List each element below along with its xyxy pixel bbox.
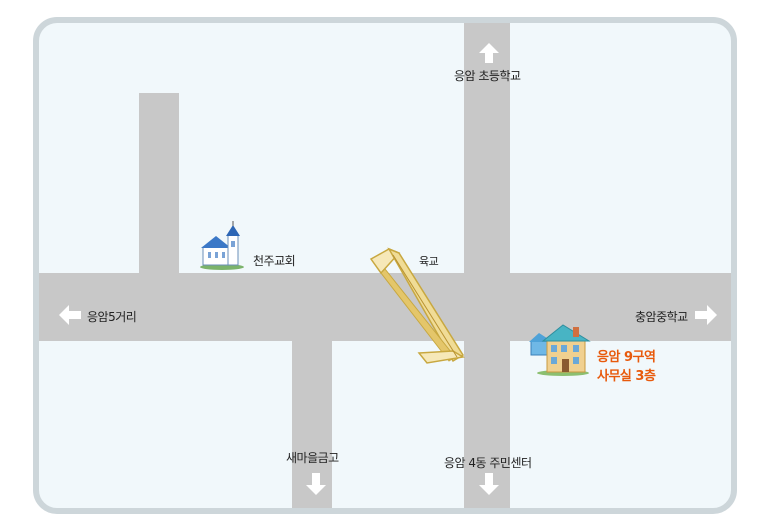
label-left-crossroad: 응암5거리 <box>87 310 137 324</box>
map-frame: 응암 초등학교 천주교회 육교 응암5거리 충암중학교 <box>33 17 737 514</box>
label-bottom-left: 새마을금고 <box>286 451 339 465</box>
arrow-up-icon <box>479 43 499 63</box>
arrow-right-icon <box>695 305 717 325</box>
building-icon <box>529 324 591 376</box>
label-overpass: 육교 <box>419 255 439 268</box>
church-icon <box>200 221 244 270</box>
destination-label: 응암 9구역 사무실 3층 <box>597 348 656 386</box>
destination-line-1: 응암 9구역 <box>597 350 656 365</box>
label-top-school: 응암 초등학교 <box>454 69 521 83</box>
road-center-vertical <box>464 23 510 508</box>
label-right-school: 충암중학교 <box>635 310 688 324</box>
arrow-down-icon <box>306 473 326 495</box>
overpass-icon <box>369 247 466 364</box>
destination-line-2: 사무실 3층 <box>597 369 656 384</box>
arrow-left-icon <box>59 305 81 325</box>
arrow-down-icon <box>479 473 499 495</box>
label-church: 천주교회 <box>253 254 296 268</box>
road-left-vertical <box>139 93 179 278</box>
label-bottom-right: 응암 4동 주민센터 <box>444 456 532 470</box>
road-horizontal <box>39 273 731 341</box>
